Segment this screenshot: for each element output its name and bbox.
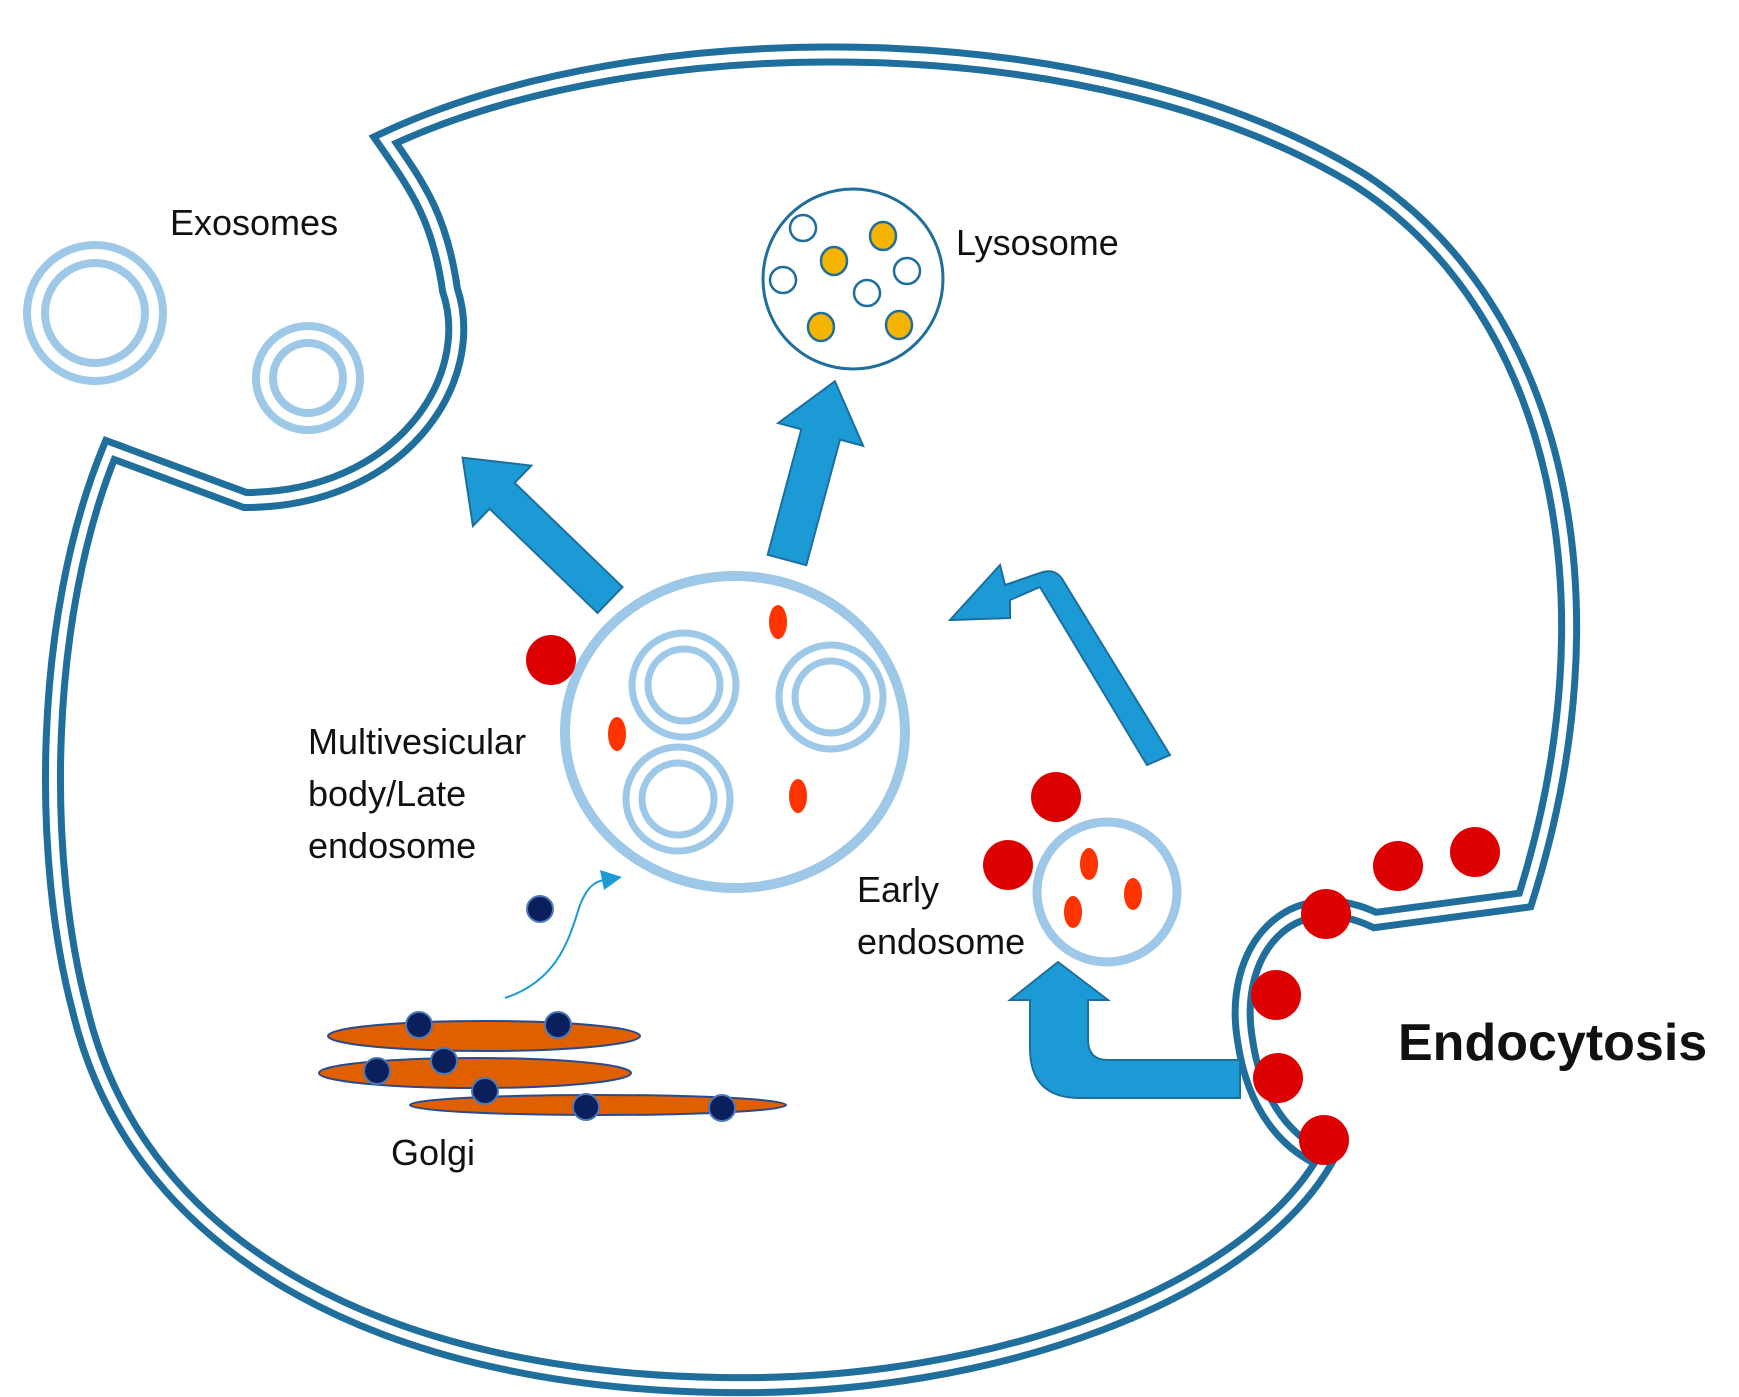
cargo-particle bbox=[1253, 1053, 1303, 1103]
lysosome-vesicle-empty bbox=[852, 278, 882, 308]
cargo-particle bbox=[1031, 772, 1081, 822]
mvb-cargo bbox=[789, 779, 807, 813]
early-endosome-label-line2: endosome bbox=[857, 921, 1025, 962]
endocytosis-label: Endocytosis bbox=[1398, 1014, 1707, 1072]
golgi-vesicle bbox=[708, 1094, 736, 1122]
lysosome-vesicle-full bbox=[819, 245, 849, 277]
mvb-vesicle-outer bbox=[622, 743, 734, 855]
lysosome-vesicle-empty bbox=[892, 256, 922, 286]
multivesicular-body bbox=[560, 571, 910, 893]
cargo-particle bbox=[1301, 889, 1351, 939]
cargo-particle bbox=[983, 840, 1033, 890]
arrow-early-to-mvb bbox=[947, 562, 1172, 767]
golgi-to-mvb-arrow bbox=[504, 870, 622, 999]
arrow-endocytosis-to-early bbox=[1007, 960, 1241, 1099]
early-endosome-cargo bbox=[1064, 896, 1082, 928]
golgi-vesicle bbox=[544, 1011, 572, 1039]
cargo-particle bbox=[1299, 1115, 1349, 1165]
early-endosome bbox=[1032, 817, 1182, 967]
exosome-large-inner bbox=[41, 259, 149, 367]
exosomes-label: Exosomes bbox=[170, 202, 338, 243]
mvb-vesicle-outer bbox=[628, 629, 740, 741]
cargo-particle bbox=[526, 635, 576, 685]
golgi-vesicle bbox=[471, 1077, 499, 1105]
golgi-vesicle bbox=[405, 1011, 433, 1039]
lysosome-vesicle-full bbox=[884, 309, 914, 341]
golgi-cisterna bbox=[327, 1020, 641, 1052]
mvb-cargo bbox=[608, 717, 626, 751]
golgi-apparatus bbox=[318, 1011, 787, 1122]
mvb-cargo bbox=[769, 605, 787, 639]
mvb-vesicle-outer bbox=[775, 641, 887, 753]
lysosome-vesicle-empty bbox=[788, 213, 818, 243]
early-endosome-label-line1: Early bbox=[857, 869, 939, 910]
golgi-vesicle bbox=[363, 1057, 391, 1085]
mvb-label-line2: body/Late bbox=[308, 773, 466, 814]
early-endosome-membrane bbox=[1032, 817, 1182, 967]
mvb-vesicle-inner bbox=[791, 657, 871, 737]
cell-membrane-inner bbox=[48, 50, 1574, 1390]
early-endosome-cargo bbox=[1080, 848, 1098, 880]
lysosome-vesicle-empty bbox=[768, 265, 798, 295]
lysosome-vesicle-full bbox=[806, 311, 836, 343]
arrow-mvb-to-exosomes bbox=[461, 456, 624, 615]
golgi-vesicle bbox=[572, 1093, 600, 1121]
arrow-mvb-to-lysosome bbox=[766, 379, 865, 567]
cargo-particle bbox=[1373, 841, 1423, 891]
lysosome bbox=[761, 187, 945, 371]
exosome-large-outer bbox=[23, 241, 167, 385]
cell-membrane bbox=[41, 43, 1581, 1397]
golgi-label: Golgi bbox=[391, 1132, 475, 1173]
golgi-vesicle bbox=[430, 1047, 458, 1075]
cargo-particle bbox=[1450, 827, 1500, 877]
mvb-label-line3: endosome bbox=[308, 825, 476, 866]
mvb-vesicle-inner bbox=[644, 645, 724, 725]
cargo-particle bbox=[1251, 970, 1301, 1020]
exosome-group bbox=[23, 241, 364, 434]
exosome-small-outer bbox=[252, 322, 364, 434]
endocytosis-cargo bbox=[1251, 827, 1500, 1165]
early-endosome-cargo bbox=[1124, 878, 1142, 910]
lysosome-label: Lysosome bbox=[956, 222, 1119, 263]
exosome-small-inner bbox=[269, 339, 347, 417]
golgi-transport-vesicle bbox=[526, 895, 554, 923]
mvb-vesicle-inner bbox=[638, 759, 718, 839]
mvb-membrane bbox=[560, 571, 910, 893]
lysosome-vesicle-full bbox=[868, 220, 898, 252]
mvb-label-line1: Multivesicular bbox=[308, 721, 526, 762]
